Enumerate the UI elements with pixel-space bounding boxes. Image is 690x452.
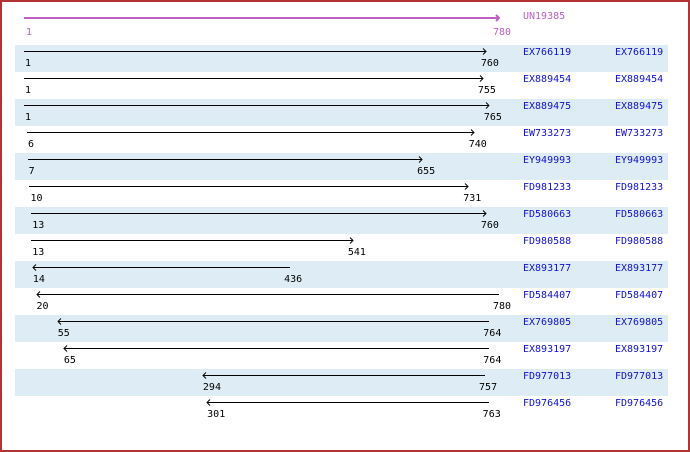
alignment-arrow [206, 398, 490, 408]
accession-label-secondary[interactable]: EX889454 [615, 74, 664, 85]
accession-label[interactable]: EX889475 [523, 101, 572, 112]
alignment-arrow [202, 371, 485, 381]
accession-label-secondary[interactable]: FD580663 [615, 209, 664, 220]
alignment-start-coordinate: 65 [63, 355, 76, 366]
accession-label-secondary[interactable]: FD980588 [615, 236, 664, 247]
alignment-row: 1 765 EX889475 EX889475 [15, 99, 668, 126]
alignment-row: 301 763 FD976456 FD976456 [15, 396, 668, 423]
alignment-end-coordinate: 764 [483, 355, 502, 366]
accession-label[interactable]: EX893177 [523, 263, 572, 274]
accession-label-secondary[interactable]: EX769805 [615, 317, 664, 328]
alignment-end-coordinate: 763 [482, 409, 501, 420]
alignment-arrow [35, 290, 499, 300]
alignment-row: 1 755 EX889454 EX889454 [15, 72, 668, 99]
alignment-row: 65 764 EX893197 EX893197 [15, 342, 668, 369]
alignment-end-coordinate: 740 [468, 139, 487, 150]
accession-label-secondary[interactable]: FD981233 [615, 182, 664, 193]
alignment-row: 10 731 FD981233 FD981233 [15, 180, 668, 207]
alignment-arrow [32, 263, 290, 273]
accession-label[interactable]: EX893197 [523, 344, 572, 355]
alignment-start-coordinate: 301 [207, 409, 226, 420]
alignment-end-coordinate: 760 [480, 58, 499, 69]
alignment-row: 13 760 FD580663 FD580663 [15, 207, 668, 234]
alignment-start-coordinate: 55 [57, 328, 70, 339]
accession-label-secondary[interactable]: EX889475 [615, 101, 664, 112]
alignment-row: 55 764 EX769805 EX769805 [15, 315, 668, 342]
alignment-row: 1 760 EX766119 EX766119 [15, 45, 668, 72]
alignment-arrow [24, 47, 487, 57]
accession-label[interactable]: FD977013 [523, 371, 572, 382]
accession-label-secondary[interactable]: EX893177 [615, 263, 664, 274]
alignment-start-coordinate: 7 [28, 166, 35, 177]
alignment-start-coordinate: 10 [30, 193, 43, 204]
alignment-end-coordinate: 436 [284, 274, 303, 285]
query-label[interactable]: UN19385 [523, 11, 566, 22]
accession-label[interactable]: EX769805 [523, 317, 572, 328]
accession-label-secondary[interactable]: EY949993 [615, 155, 664, 166]
query-end-coordinate: 780 [493, 27, 512, 38]
alignment-end-coordinate: 731 [463, 193, 482, 204]
alignment-start-coordinate: 294 [202, 382, 221, 393]
alignment-end-coordinate: 655 [417, 166, 436, 177]
accession-label-secondary[interactable]: FD976456 [615, 398, 664, 409]
alignment-row: 7 655 EY949993 EY949993 [15, 153, 668, 180]
query-start-coordinate: 1 [26, 27, 33, 38]
accession-label[interactable]: FD580663 [523, 209, 572, 220]
alignment-end-coordinate: 780 [493, 301, 512, 312]
alignment-arrow [29, 182, 470, 192]
accession-label[interactable]: EX889454 [523, 74, 572, 85]
alignment-arrow [27, 128, 475, 138]
alignment-arrow [24, 74, 484, 84]
accession-label-secondary[interactable]: EW733273 [615, 128, 664, 139]
alignment-end-coordinate: 541 [347, 247, 366, 258]
accession-label[interactable]: FD980588 [523, 236, 572, 247]
alignment-arrow [27, 155, 423, 165]
alignment-start-coordinate: 6 [28, 139, 35, 150]
accession-label-secondary[interactable]: EX893197 [615, 344, 664, 355]
query-header: UN19385 1 780 [15, 8, 668, 46]
alignment-row: 294 757 FD977013 FD977013 [15, 369, 668, 396]
alignment-end-coordinate: 764 [483, 328, 502, 339]
alignment-arrow [24, 101, 490, 111]
accession-label-secondary[interactable]: FD977013 [615, 371, 664, 382]
alignment-end-coordinate: 765 [483, 112, 502, 123]
alignment-end-coordinate: 760 [480, 220, 499, 231]
alignment-start-coordinate: 1 [25, 85, 32, 96]
accession-label[interactable]: FD981233 [523, 182, 572, 193]
alignment-start-coordinate: 1 [25, 58, 32, 69]
alignment-arrow [31, 209, 487, 219]
alignment-arrow [57, 317, 489, 327]
alignment-end-coordinate: 755 [477, 85, 496, 96]
alignment-start-coordinate: 20 [36, 301, 49, 312]
alignment-arrow [31, 236, 354, 246]
alignment-start-coordinate: 14 [32, 274, 45, 285]
query-arrow [24, 12, 500, 24]
alignment-start-coordinate: 13 [32, 247, 45, 258]
accession-label[interactable]: EY949993 [523, 155, 572, 166]
alignment-end-coordinate: 757 [479, 382, 498, 393]
accession-label[interactable]: FD976456 [523, 398, 572, 409]
accession-label[interactable]: EX766119 [523, 47, 572, 58]
accession-label-secondary[interactable]: EX766119 [615, 47, 664, 58]
alignment-row: 6 740 EW733273 EW733273 [15, 126, 668, 153]
alignment-row: 20 780 FD584407 FD584407 [15, 288, 668, 315]
accession-label[interactable]: FD584407 [523, 290, 572, 301]
alignment-start-coordinate: 13 [32, 220, 45, 231]
alignment-row: 14 436 EX893177 EX893177 [15, 261, 668, 288]
accession-label-secondary[interactable]: FD584407 [615, 290, 664, 301]
accession-label[interactable]: EW733273 [523, 128, 572, 139]
alignment-arrow [63, 344, 489, 354]
alignment-row: 13 541 FD980588 FD980588 [15, 234, 668, 261]
alignment-start-coordinate: 1 [25, 112, 32, 123]
